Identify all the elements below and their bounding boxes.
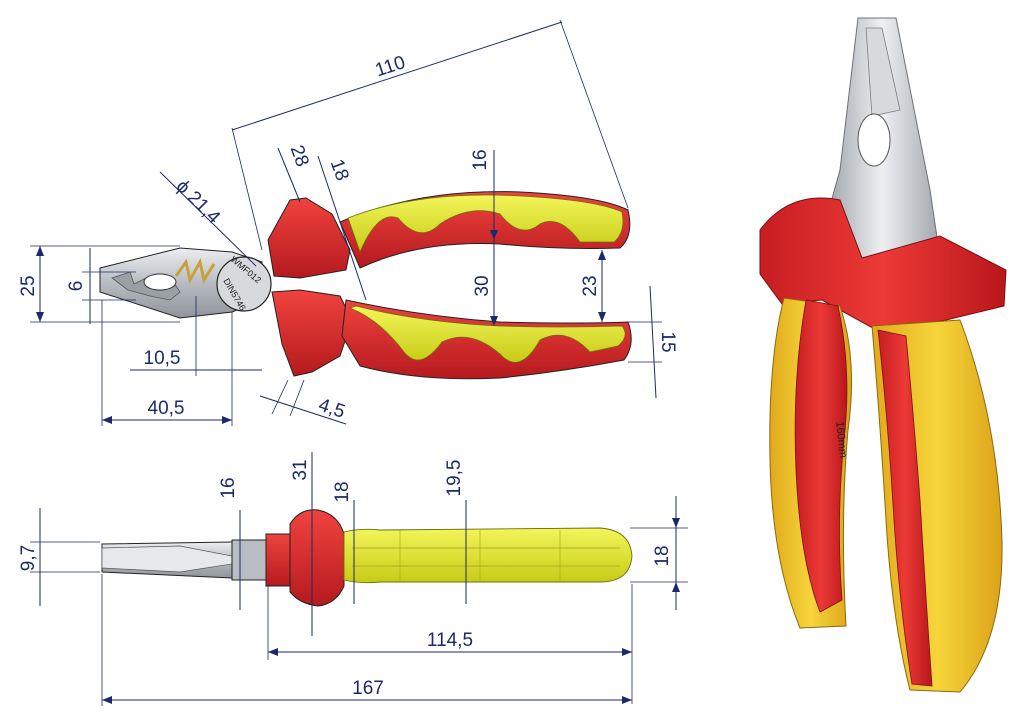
dim-4-5: 4,5 <box>316 395 348 423</box>
photo-guard <box>759 197 1007 333</box>
dim-16-top: 16 <box>470 149 491 170</box>
lower-handle-yellow <box>348 305 626 363</box>
lower-guard <box>271 289 353 377</box>
logo-icon <box>174 257 216 285</box>
side-guard <box>289 509 345 607</box>
side-grip <box>343 527 633 584</box>
dim-18-right: 18 <box>652 545 673 566</box>
dim-10-5: 10,5 <box>144 348 181 369</box>
dim-167: 167 <box>352 678 384 699</box>
product-photo: 160mm <box>759 17 1007 693</box>
dim-18-side: 18 <box>332 481 353 502</box>
arrowheads <box>36 230 680 704</box>
dim-110: 110 <box>373 52 408 81</box>
dim-15: 15 <box>657 331 678 352</box>
dim-40-5: 40,5 <box>148 398 185 419</box>
dimension-lines-side <box>30 452 688 706</box>
dim-6: 6 <box>66 281 87 292</box>
dim-9-7: 9,7 <box>18 545 39 571</box>
photo-cutter-hole <box>857 113 891 167</box>
pivot-rivet <box>216 256 272 312</box>
dim-phi-21-4: ϕ 21,4 <box>172 176 225 229</box>
dimension-lines-top <box>30 19 662 426</box>
dim-23: 23 <box>580 275 601 296</box>
dim-25: 25 <box>18 275 39 296</box>
upper-handle-yellow <box>347 194 624 254</box>
dim-114-5: 114,5 <box>427 630 473 651</box>
photo-right-handle-red <box>877 329 933 687</box>
side-joint <box>231 539 267 581</box>
cutter-hole <box>143 273 177 291</box>
dim-19-5: 19,5 <box>444 460 465 497</box>
upper-guard <box>267 197 351 279</box>
photo-size-label: 160mm <box>833 421 849 459</box>
dimension-labels: 110 ϕ 21,4 28 18 16 30 23 15 25 6 10,5 4… <box>18 52 678 699</box>
dim-18-top: 18 <box>326 157 353 184</box>
photo-left-handle-red <box>794 299 848 613</box>
dim-31: 31 <box>290 459 311 480</box>
dim-28: 28 <box>286 143 313 170</box>
dim-16-side: 16 <box>218 477 239 498</box>
side-view-pliers <box>101 509 633 607</box>
top-view-pliers: WMF012 DIN5746 <box>99 191 632 380</box>
dim-30: 30 <box>472 275 493 296</box>
